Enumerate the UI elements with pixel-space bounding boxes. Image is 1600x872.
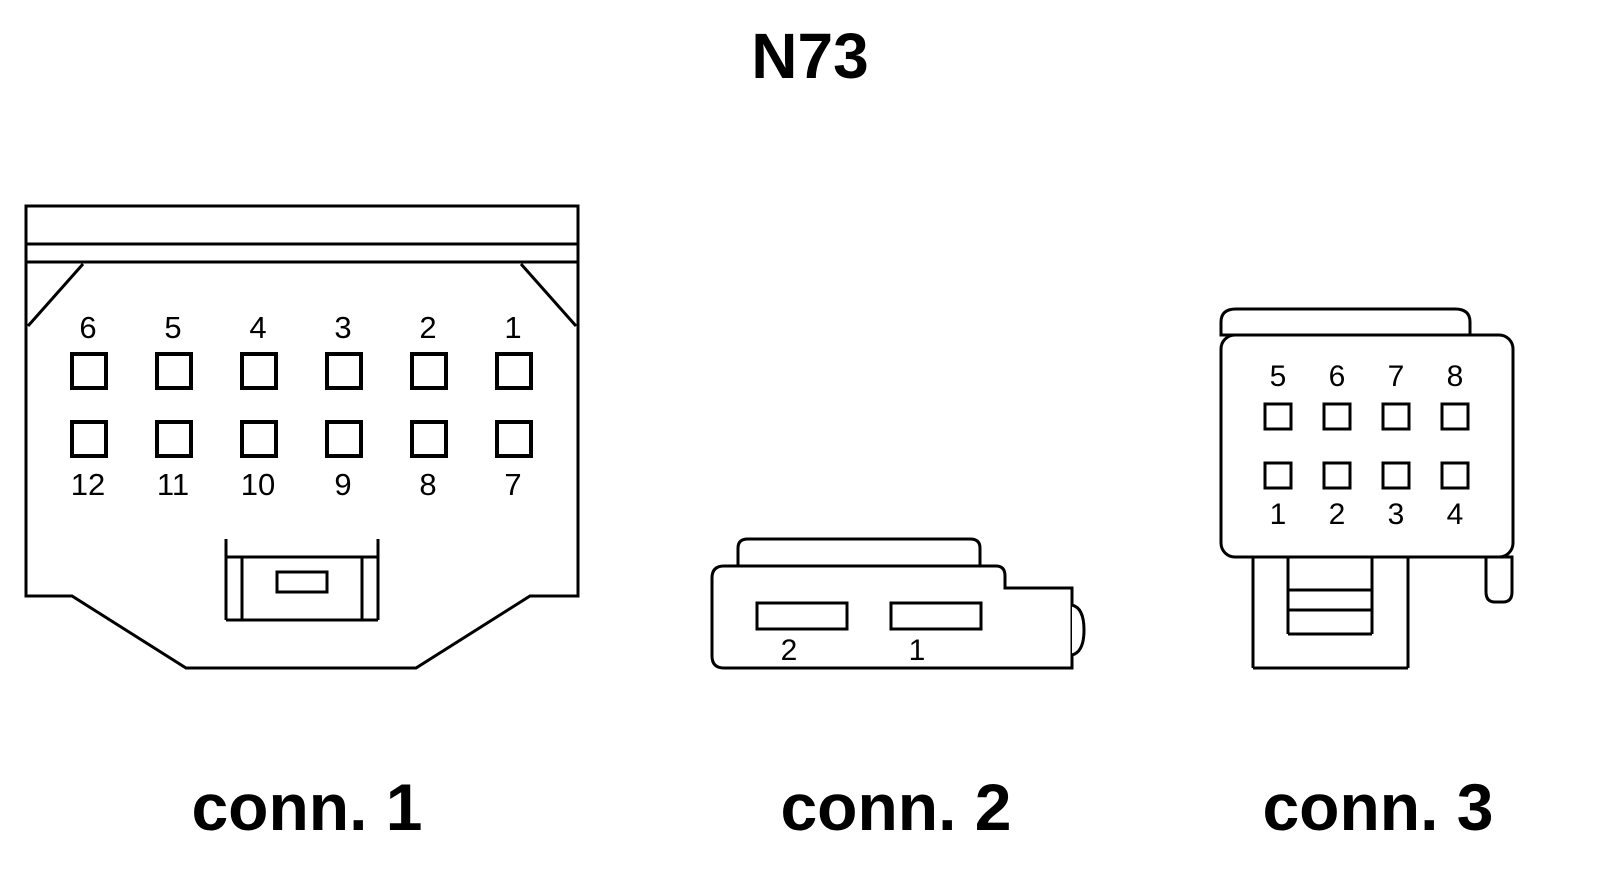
connector-1-chamfer [26, 263, 85, 327]
pin-label: 1 [909, 634, 926, 667]
pin-terminal [889, 601, 983, 631]
pin-terminal [325, 352, 363, 390]
connector-3-housing [1219, 333, 1515, 559]
connector-3-side-latch [1484, 555, 1514, 604]
connector-3-lock [1251, 557, 1410, 670]
pin-label: 3 [1388, 498, 1405, 531]
pin-terminal [1322, 461, 1352, 490]
pin-label: 4 [1447, 498, 1464, 531]
pin-terminal [1263, 461, 1293, 490]
pin-label: 3 [334, 310, 351, 345]
pin-terminal [410, 352, 448, 390]
connector-1-chamfer [519, 263, 578, 327]
pin-terminal [325, 420, 363, 458]
pin-label: 5 [1270, 360, 1287, 393]
connector-2: 2 1 conn. 2 [710, 537, 1086, 844]
pin-terminal [155, 352, 193, 390]
pin-label: 4 [249, 310, 266, 345]
pin-label: 9 [334, 467, 351, 502]
pin-label: 6 [79, 310, 96, 345]
connector-2-top-ridge [736, 537, 982, 568]
pin-terminal [240, 352, 278, 390]
pin-terminal [495, 352, 533, 390]
pin-label: 10 [241, 467, 275, 502]
pin-label: 2 [419, 310, 436, 345]
pin-terminal [1381, 402, 1411, 431]
pin-terminal [495, 420, 533, 458]
connector-3: 5 6 7 8 1 2 3 4 conn. 3 [1219, 307, 1515, 844]
connector-1-housing [24, 204, 580, 670]
connector-2-label: conn. 2 [780, 770, 1011, 844]
pin-label: 1 [504, 310, 521, 345]
connector-1-latch [224, 539, 380, 622]
connector-1-label: conn. 1 [191, 770, 422, 844]
pin-terminal [1440, 402, 1470, 431]
pin-terminal [1322, 402, 1352, 431]
pin-label: 5 [164, 310, 181, 345]
pin-label: 11 [157, 467, 189, 502]
connector-3-label: conn. 3 [1262, 770, 1493, 844]
pin-label: 6 [1329, 360, 1346, 393]
pin-label: 7 [504, 467, 521, 502]
pin-label: 12 [71, 467, 105, 502]
pin-terminal [70, 420, 108, 458]
pin-terminal [155, 420, 193, 458]
pin-terminal [70, 352, 108, 390]
pin-label: 8 [1447, 360, 1464, 393]
connector-1: 6 5 4 3 2 1 12 11 10 9 8 7 [24, 204, 580, 844]
pin-terminal [1263, 402, 1293, 431]
connector-2-side-tab [1071, 603, 1086, 657]
pin-label: 2 [1329, 498, 1346, 531]
connector-3-back-shell [1219, 307, 1472, 337]
pin-label: 2 [781, 634, 798, 667]
pin-terminal [1381, 461, 1411, 490]
pin-label: 7 [1388, 360, 1405, 393]
pin-terminal [410, 420, 448, 458]
pin-terminal [240, 420, 278, 458]
pin-terminal [755, 601, 849, 631]
pin-label: 1 [1270, 498, 1287, 531]
pin-label: 8 [419, 467, 436, 502]
pin-terminal [1440, 461, 1470, 490]
diagram-title: N73 [751, 20, 868, 92]
